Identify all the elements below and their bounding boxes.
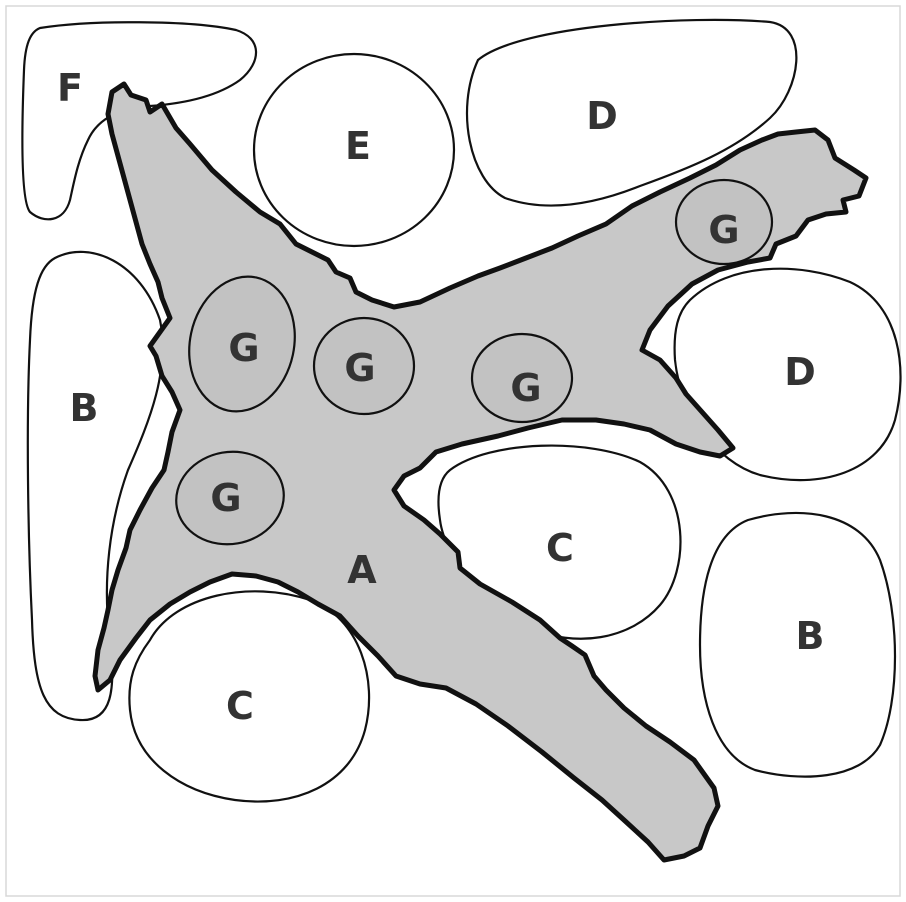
label-b-right: B xyxy=(796,614,825,658)
label-b-left: B xyxy=(70,386,99,430)
label-g-1: G xyxy=(228,326,259,370)
label-g-2: G xyxy=(344,346,375,390)
label-c-top: C xyxy=(546,526,574,570)
label-d-right: D xyxy=(784,350,816,394)
label-d-top: D xyxy=(586,94,618,138)
label-f: F xyxy=(57,66,83,110)
label-e: E xyxy=(345,124,371,168)
label-a: A xyxy=(347,548,377,592)
label-g-4: G xyxy=(210,476,241,520)
label-c-bottom: C xyxy=(226,684,254,728)
label-g-5: G xyxy=(708,208,739,252)
label-g-3: G xyxy=(510,366,541,410)
